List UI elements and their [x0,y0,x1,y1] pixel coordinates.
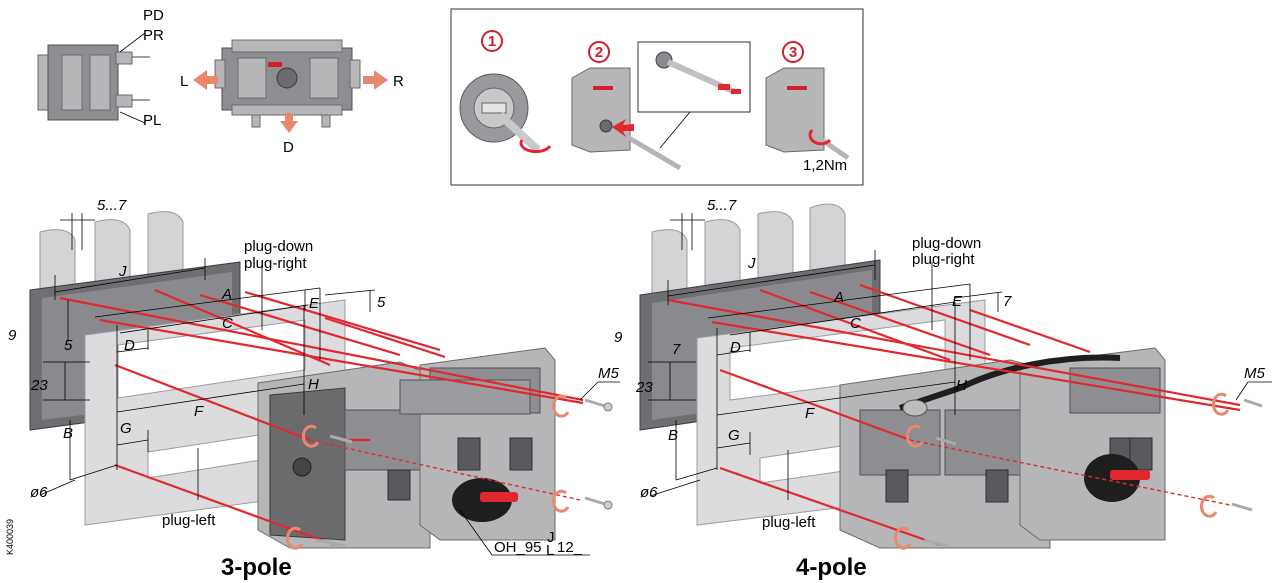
step3-badge [782,41,804,63]
label-pd: PD [143,7,164,24]
steps-frame [450,8,864,186]
arrow-left-icon [193,70,218,90]
label4-plug-left: plug-left [762,514,816,531]
dim3-a: A [221,286,232,303]
label-pr: PR [143,27,164,44]
dim3-j: J [118,263,127,280]
torque-label: 1,2Nm [803,157,847,174]
dim4-f: F [805,405,815,422]
dim3-twentythree: 23 [30,377,48,394]
step2-badge [588,41,610,63]
dim3-five-left: 5 [64,337,73,354]
dim4-hole: ø6 [640,484,658,501]
step1-number: 1 [488,33,496,50]
screw-3pole-right-bottom-icon [551,489,613,513]
title-3-pole: 3-pole [221,554,292,581]
label3-plug-right: plug-right [244,255,307,272]
dim4-g: G [728,427,740,444]
rotate-arrow-icon [519,139,552,154]
dim4-twentythree: 23 [635,379,653,396]
label-r: R [393,73,404,90]
tighten-arrow-icon [808,129,832,146]
arrow-right-icon [363,70,388,90]
screw-3pole-left-top-icon [301,424,353,448]
screw-4pole-right-top-icon [1211,392,1263,416]
dim3-e: E [309,295,320,312]
label4-plug-down: plug-down [912,235,981,252]
dim4-nine: 9 [614,329,623,346]
dim4-a: A [833,289,844,306]
title-4-pole: 4-pole [796,554,867,581]
handle-code-l: L [546,542,554,559]
dim3-hole: ø6 [30,484,48,501]
step2-number: 2 [595,44,603,61]
dim4-seven-right: 7 [1003,293,1012,310]
dim3-b: B [63,425,73,442]
dim4-range: 5...7 [707,197,737,214]
label-pl: PL [143,112,161,129]
step1-badge [481,30,503,52]
dim4-j: J [747,255,756,272]
side-view-sketch: PD PR PL [37,7,164,129]
dim4-h: H [956,377,967,394]
handle-code-base: OH_95 [494,539,542,556]
switch-body-icon [571,67,631,153]
front-view-sketch: L R D [180,39,404,156]
dim4-c: C [850,315,861,332]
step3-number: 3 [789,44,797,61]
dim4-e: E [952,293,963,310]
label3-screw: M5 [598,365,619,382]
three-pole-assembly: 5...7 J A C D E 5 5 9 23 F G H B ø6 plug… [8,197,620,581]
dim4-b: B [668,427,678,444]
handle-code-12: 12_ [557,539,583,556]
label4-plug-right: plug-right [912,251,975,268]
label4-screw: M5 [1244,365,1265,382]
detail-inset [637,41,751,113]
dim4-d: D [730,339,741,356]
label-l: L [180,73,188,90]
dim3-f: F [194,403,204,420]
label3-plug-down: plug-down [244,238,313,255]
label-d: D [283,139,294,156]
screw-4pole-right-bottom-icon [1199,494,1253,518]
dim3-five-right: 5 [377,294,386,311]
handle-code-j: J [547,529,555,546]
dim3-h: H [308,376,319,393]
screw-3pole-left-bottom-icon [285,526,346,550]
switch-3pole-shaft-icon [292,457,312,477]
handle-install-steps: 1 2 3 1,2Nm [450,8,864,186]
dim3-range: 5...7 [97,197,127,214]
label3-plug-left: plug-left [162,512,216,529]
figure-code: K400039 [5,519,15,555]
dim3-g: G [120,420,132,437]
insert-arrow-icon [612,119,634,137]
arrow-down-icon [280,113,298,133]
dim4-seven-left: 7 [672,341,681,358]
switch-body-step3-icon [765,67,825,153]
dim3-c: C [222,315,233,332]
dim3-d: D [124,337,135,354]
screw-4pole-left-bottom-icon [893,526,949,550]
screw-4pole-left-top-icon [905,424,957,448]
screw-3pole-right-top-icon [551,394,613,418]
four-pole-assembly: 5...7 J A C D E 7 7 9 23 F G H B ø6 plug… [614,197,1272,581]
dim3-nine: 9 [8,327,17,344]
